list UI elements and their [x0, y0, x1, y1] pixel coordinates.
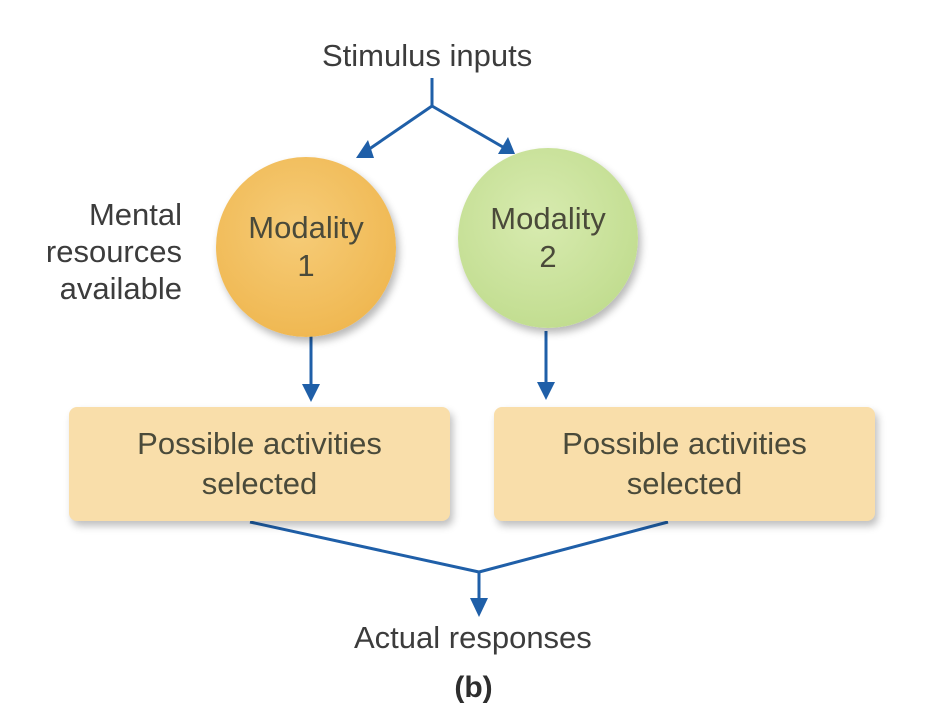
activity-box-2-line-2: selected: [626, 466, 743, 501]
mental-resources-line-1: Mental: [88, 197, 182, 232]
modality-1-node: Modality 1: [216, 157, 396, 337]
activity-box-2-line-1: Possible activities: [562, 426, 807, 461]
modality-2-title: Modality: [490, 201, 606, 236]
modality-2-number: 2: [539, 239, 557, 274]
stimulus-inputs-label: Stimulus inputs: [322, 38, 533, 73]
mental-resources-label: Mental resources available: [40, 196, 182, 307]
arrowhead-responses: [470, 598, 488, 617]
arrow-to-modality-2: [431, 104, 509, 152]
modality-2-node: Modality 2: [458, 148, 638, 328]
merge-line-left: [249, 520, 480, 574]
modality-1-number: 1: [297, 248, 315, 283]
actual-responses-label: Actual responses: [354, 620, 592, 655]
activity-box-1: Possible activities selected: [69, 407, 450, 521]
arrowhead-modality-2: [498, 137, 515, 154]
activity-box-1-line-1: Possible activities: [137, 426, 382, 461]
arrowhead-modality-1: [356, 140, 374, 158]
mental-resources-line-3: available: [59, 271, 182, 306]
arrowhead-box-2: [537, 382, 555, 400]
modality-1-title: Modality: [248, 210, 364, 245]
arrowhead-box-1: [302, 384, 320, 402]
merge-line-right: [478, 520, 669, 574]
mental-resources-line-2: resources: [45, 234, 182, 269]
activity-box-1-line-2: selected: [201, 466, 318, 501]
figure-caption: (b): [454, 671, 493, 704]
arrow-to-modality-1: [361, 104, 433, 156]
activity-box-2: Possible activities selected: [494, 407, 875, 521]
